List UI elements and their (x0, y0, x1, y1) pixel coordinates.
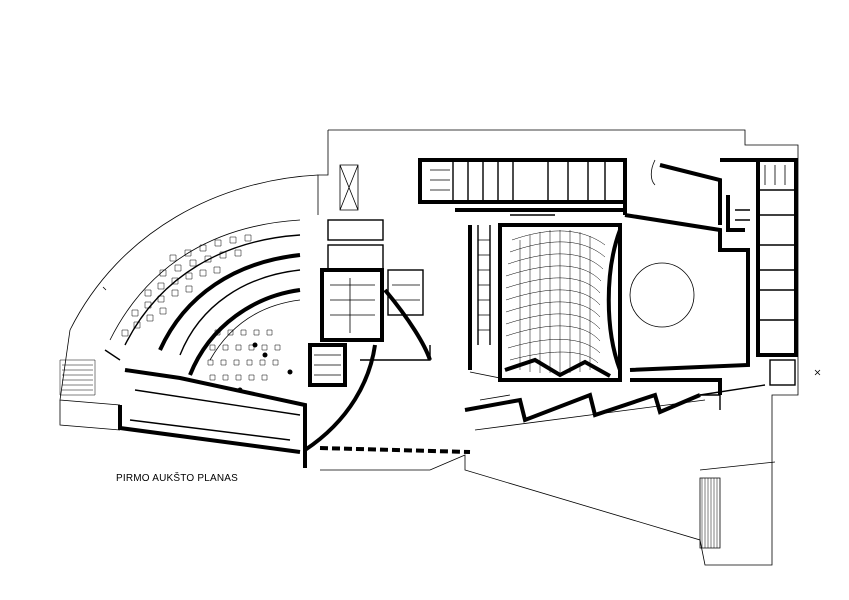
service-wing (700, 158, 798, 410)
stage (623, 159, 750, 395)
foyer-facade (464, 371, 766, 431)
plan-title: PIRMO AUKŠTO PLANAS (116, 473, 238, 484)
marker-ticks (102, 286, 821, 376)
dressing-rooms (418, 158, 627, 216)
curved-wing (59, 174, 471, 468)
exterior-steps (59, 359, 776, 549)
service-core (308, 164, 432, 387)
site-boundary (317, 129, 799, 566)
auditorium (468, 223, 622, 382)
